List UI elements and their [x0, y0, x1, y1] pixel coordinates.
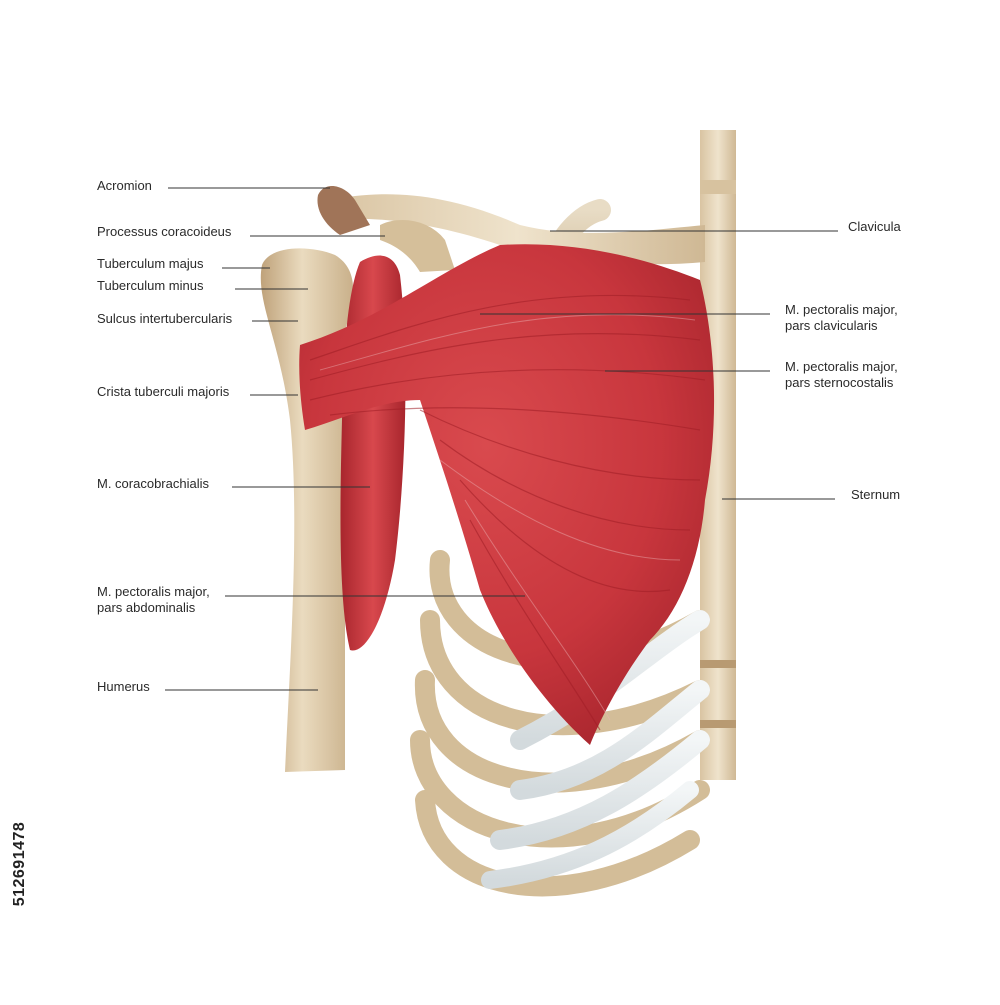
label-pars-clavicularis-line1: M. pectoralis major,	[785, 302, 898, 317]
label-pars-abdominalis-line1: M. pectoralis major,	[97, 584, 210, 599]
label-tuberculum-majus: Tuberculum majus	[97, 256, 204, 271]
pectoralis-major-muscle	[299, 244, 715, 746]
label-sternum: Sternum	[851, 487, 901, 502]
label-crista-tuberculi-majoris: Crista tuberculi majoris	[97, 384, 230, 399]
label-pars-abdominalis: M. pectoralis major, pars abdominalis	[97, 584, 210, 616]
stock-id-watermark: 512691478	[8, 770, 28, 960]
clavicula-bone	[330, 194, 705, 265]
humerus-bone	[260, 248, 354, 772]
stock-id-text: 512691478	[11, 821, 28, 907]
label-processus-coracoideus: Processus coracoideus	[97, 224, 232, 239]
coracoid-bone	[380, 220, 455, 272]
label-pars-abdominalis-line2: pars abdominalis	[97, 600, 196, 615]
label-tuberculum-minus: Tuberculum minus	[97, 278, 204, 293]
label-pars-clavicularis: M. pectoralis major, pars clavicularis	[785, 302, 898, 334]
acromion-bone	[317, 185, 370, 235]
label-sulcus-intertubercularis: Sulcus intertubercularis	[97, 311, 233, 326]
leader-lines	[165, 187, 838, 691]
label-pars-sternocostalis: M. pectoralis major, pars sternocostalis	[785, 359, 898, 391]
rib-cage	[410, 199, 710, 897]
label-pars-sternocostalis-line1: M. pectoralis major,	[785, 359, 898, 374]
label-acromion: Acromion	[97, 178, 152, 193]
label-pars-sternocostalis-line2: pars sternocostalis	[785, 375, 894, 390]
label-humerus: Humerus	[97, 679, 150, 694]
label-pars-clavicularis-line2: pars clavicularis	[785, 318, 878, 333]
label-clavicula: Clavicula	[848, 219, 901, 234]
label-coracobrachialis: M. coracobrachialis	[97, 476, 209, 491]
